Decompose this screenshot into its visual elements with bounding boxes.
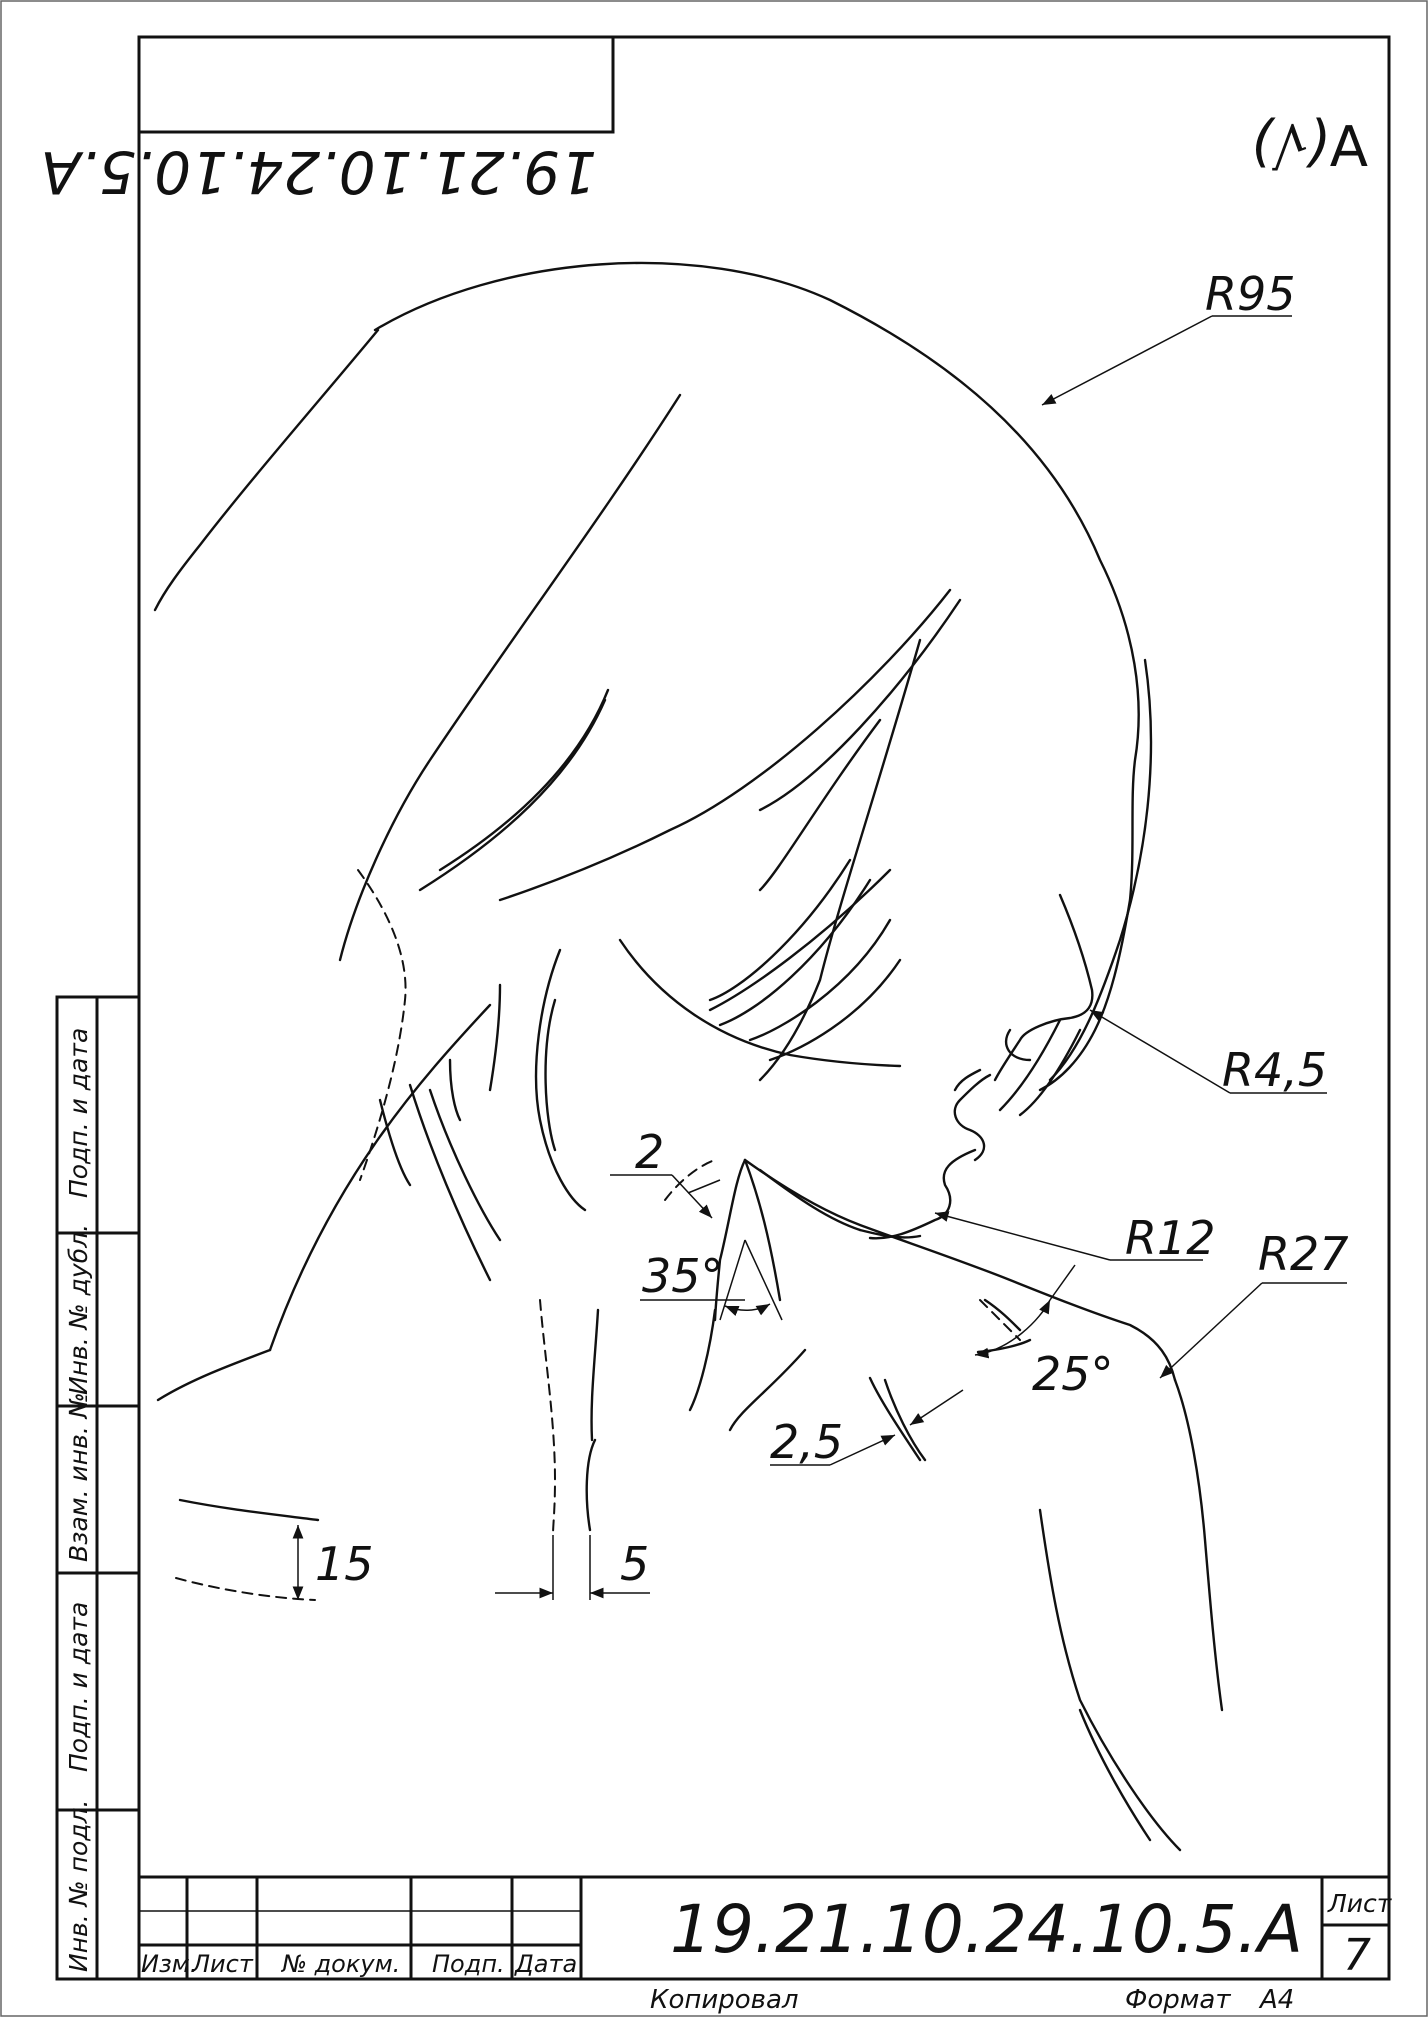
hair-strand [1048, 658, 1153, 1082]
hair-strand [718, 878, 872, 1027]
hair-strand [748, 918, 892, 1042]
body-crease [868, 1376, 922, 1462]
hair-strand [1018, 1028, 1082, 1117]
hair-strand [758, 638, 922, 1082]
body-crease [590, 1308, 600, 1442]
hair-back-strand [488, 983, 502, 1092]
col-data: Дата [514, 1950, 577, 1978]
hair-strand [768, 958, 902, 1062]
hair-strand [418, 698, 607, 892]
dim-2: 2 [635, 1125, 664, 1179]
hair-back-strand [428, 1088, 502, 1242]
roughness-symbol: ∀(√) [1250, 111, 1368, 176]
shoulder-line [1173, 1378, 1224, 1712]
hair-back-strand [534, 948, 587, 1212]
hair-back-strand [408, 1083, 492, 1282]
body-crease [883, 1378, 927, 1462]
side-vzam-inv: Взам. инв. № [64, 1392, 93, 1562]
body-crease [728, 1348, 807, 1432]
body-crease [688, 1308, 717, 1412]
hair-strand [998, 1018, 1062, 1112]
hair-back-strand [544, 998, 557, 1152]
left-shoulder [268, 1003, 492, 1352]
body-crease [585, 1438, 597, 1532]
hair-strand [618, 938, 902, 1068]
format-label: Формат [1125, 1985, 1231, 2015]
neck-small-line [858, 1228, 922, 1239]
clavicle-line [178, 1498, 320, 1522]
dim-r27: R27 [1258, 1227, 1349, 1281]
dim-r4-5: R4,5 [1222, 1043, 1327, 1097]
neck-line [758, 1168, 862, 1232]
sheet-label: Лист [1327, 1889, 1393, 1918]
back-line [1038, 1508, 1182, 1852]
face-profile [993, 893, 1094, 1082]
dimensions [292, 315, 1347, 1600]
collar-back [713, 1158, 747, 1322]
dim-r12: R12 [1125, 1211, 1216, 1265]
copied-label: Копировал [650, 1985, 799, 2015]
dim-25deg: 25° [1032, 1347, 1114, 1401]
col-izm: Изм. [141, 1950, 197, 1978]
title-block: Изм. Лист № докум. Подп. Дата 19.21.10.2… [139, 1875, 1393, 2015]
side-inv-podl: Инв. № подл. [64, 1800, 93, 1972]
collar-front [743, 1158, 1177, 1382]
hair-strand [438, 688, 610, 872]
dim-5: 5 [620, 1537, 649, 1591]
col-list: Лист [191, 1950, 254, 1978]
dim-35deg: 35° [642, 1249, 724, 1303]
dimension-labels: R95 R4,5 R12 R27 2 35° 25° 2,5 15 5 [315, 267, 1349, 1591]
side-podp-data-top: Подп. и дата [64, 1028, 93, 1198]
hair-left-inner [338, 393, 682, 962]
dim-15: 15 [315, 1537, 374, 1591]
hair-back-strand [448, 1058, 462, 1122]
hair-strand [498, 588, 952, 902]
hair-strand [758, 718, 882, 892]
format-value: A4 [1258, 1985, 1294, 2015]
main-designation: 19.21.10.24.10.5.A [670, 1891, 1303, 1968]
face-mouth-detail [953, 1068, 982, 1092]
side-strip: Подп. и дата Инв. № дубл. Взам. инв. № П… [55, 995, 141, 1981]
col-doc: № докум. [280, 1950, 400, 1978]
collar-back-inner [743, 1158, 782, 1302]
back-line-2 [1078, 1708, 1152, 1842]
side-podp-data-bottom: Подп. и дата [64, 1602, 93, 1772]
side-inv-dubl: Инв. № дубл. [64, 1224, 93, 1395]
mirrored-designation: 19.21.10.24.10.5.A [41, 138, 597, 206]
hair-left-sweep [153, 328, 380, 612]
dim-r95: R95 [1205, 267, 1296, 321]
hair-strand [758, 598, 962, 812]
face-nose-detail [1004, 1028, 1032, 1062]
head-outline [373, 261, 1140, 1092]
dim-2-5: 2,5 [770, 1415, 843, 1469]
face-chin [868, 1148, 977, 1240]
sheet-number: 7 [1343, 1930, 1371, 1981]
face-lips [953, 1073, 992, 1162]
left-shoulder-base [156, 1348, 272, 1402]
hair-strand [708, 868, 892, 1012]
hair-strand [708, 858, 852, 1002]
mirrored-designation-box: 19.21.10.24.10.5.A [41, 35, 615, 206]
col-podp: Подп. [432, 1950, 505, 1978]
